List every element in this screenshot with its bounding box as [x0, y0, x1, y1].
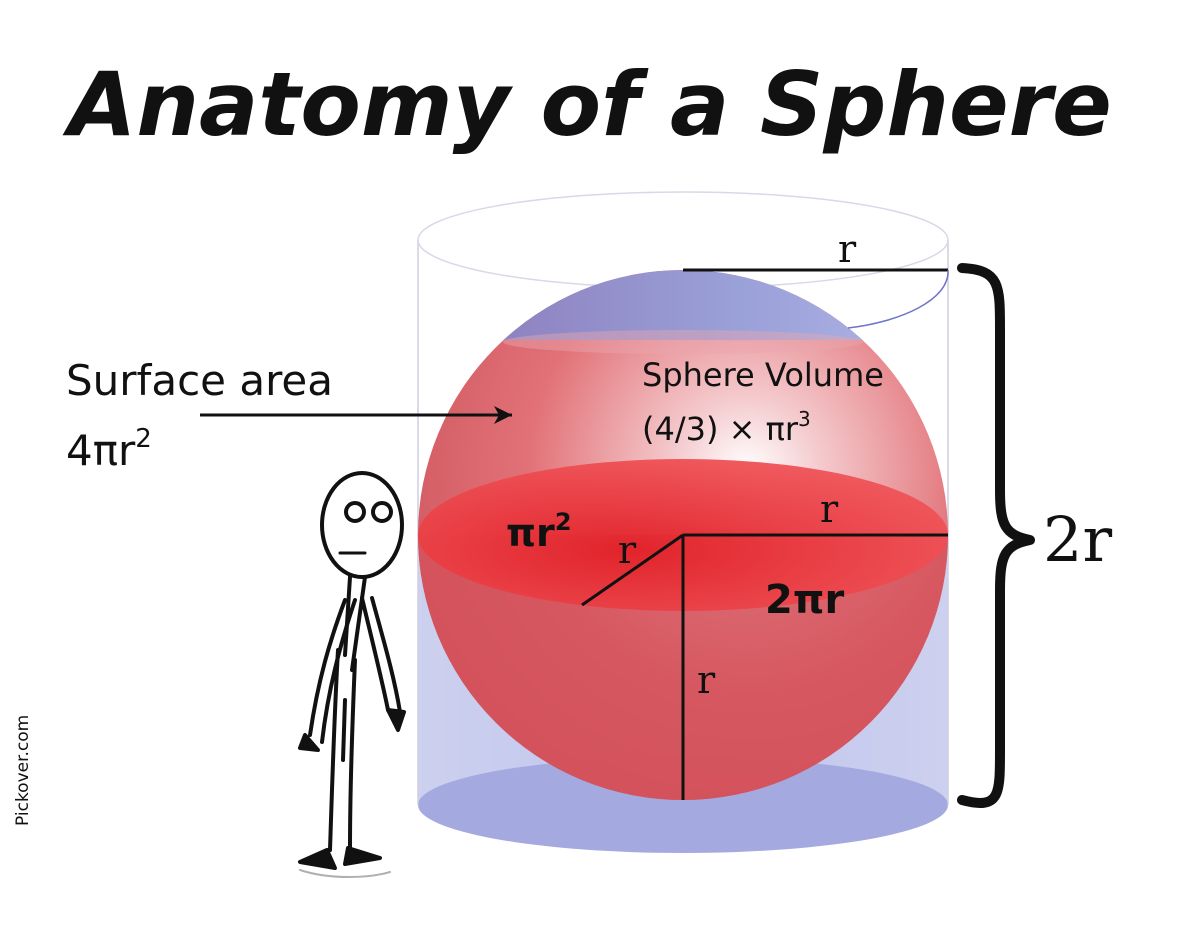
figure-left-eye	[344, 501, 366, 523]
diagonal-radius-label: r	[618, 528, 637, 572]
sphere-volume-label: Sphere Volume	[642, 356, 884, 394]
sphere-volume-formula: (4/3) × πr3	[642, 407, 811, 448]
vertical-radius-label: r	[697, 658, 716, 702]
figure-head	[320, 471, 404, 579]
cross-section-area-label: πr2	[506, 508, 572, 555]
diagram-title: Anatomy of a Sphere	[62, 53, 1112, 156]
sphere-top-cap	[418, 270, 948, 340]
circumference-label: 2πr	[765, 577, 844, 623]
arrow-head	[494, 406, 512, 424]
stick-figure	[298, 471, 406, 878]
top-radius-label: r	[838, 227, 857, 271]
credit-label: Pickover.com	[13, 715, 33, 826]
measure-lines	[200, 263, 1035, 808]
figure-right-eye	[371, 501, 393, 523]
height-brace	[957, 263, 1035, 808]
diagonal-radius-line	[581, 533, 684, 607]
cylinder-bottom-disk	[418, 757, 948, 853]
surface-area-formula: 4πr2	[66, 424, 152, 475]
surface-area-label: Surface area	[66, 356, 333, 405]
height-label: 2r	[1043, 503, 1112, 576]
equator-radius-label: r	[820, 487, 839, 531]
